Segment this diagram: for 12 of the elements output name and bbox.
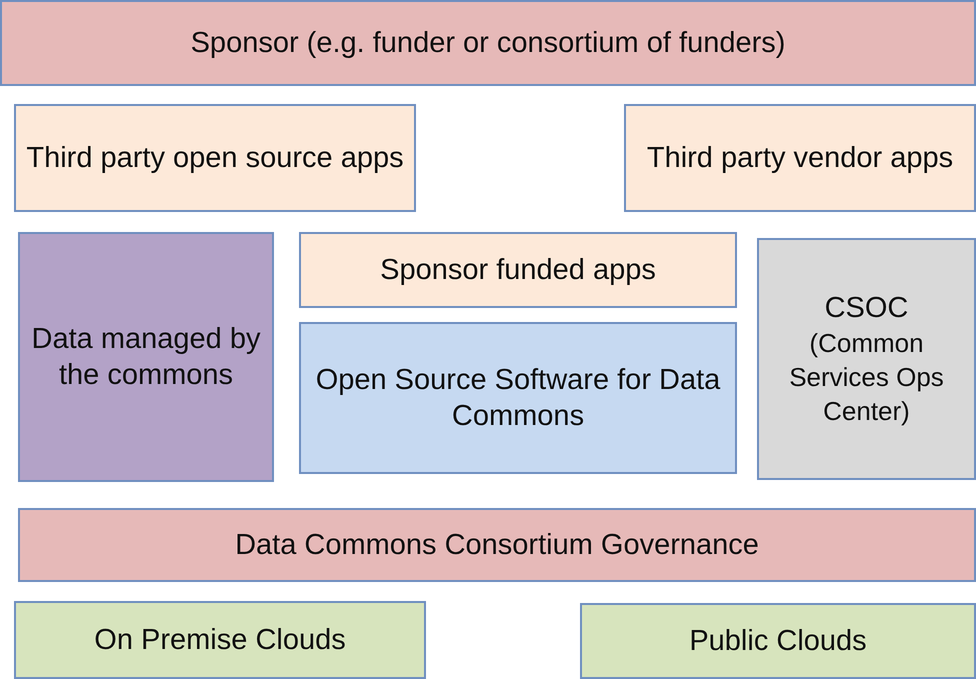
service-box (757, 238, 976, 480)
app-box: Sponsor funded apps (299, 232, 737, 308)
app-box: Third party open source apps (14, 104, 416, 212)
cloud-box: Public Clouds (580, 603, 976, 679)
app-box: Third party vendor apps (624, 104, 976, 212)
software-box: Open Source Software for Data Commons (299, 322, 737, 474)
banner-box: Data Commons Consortium Governance (18, 508, 976, 582)
box-subtitle: (Common Services Ops Center) (788, 327, 945, 428)
banner-box: Sponsor (e.g. funder or consortium of funders) (0, 0, 976, 86)
cloud-box: On Premise Clouds (14, 601, 426, 679)
box-title: CSOC (824, 291, 908, 326)
data-box: Data managed by the commons (18, 232, 274, 482)
